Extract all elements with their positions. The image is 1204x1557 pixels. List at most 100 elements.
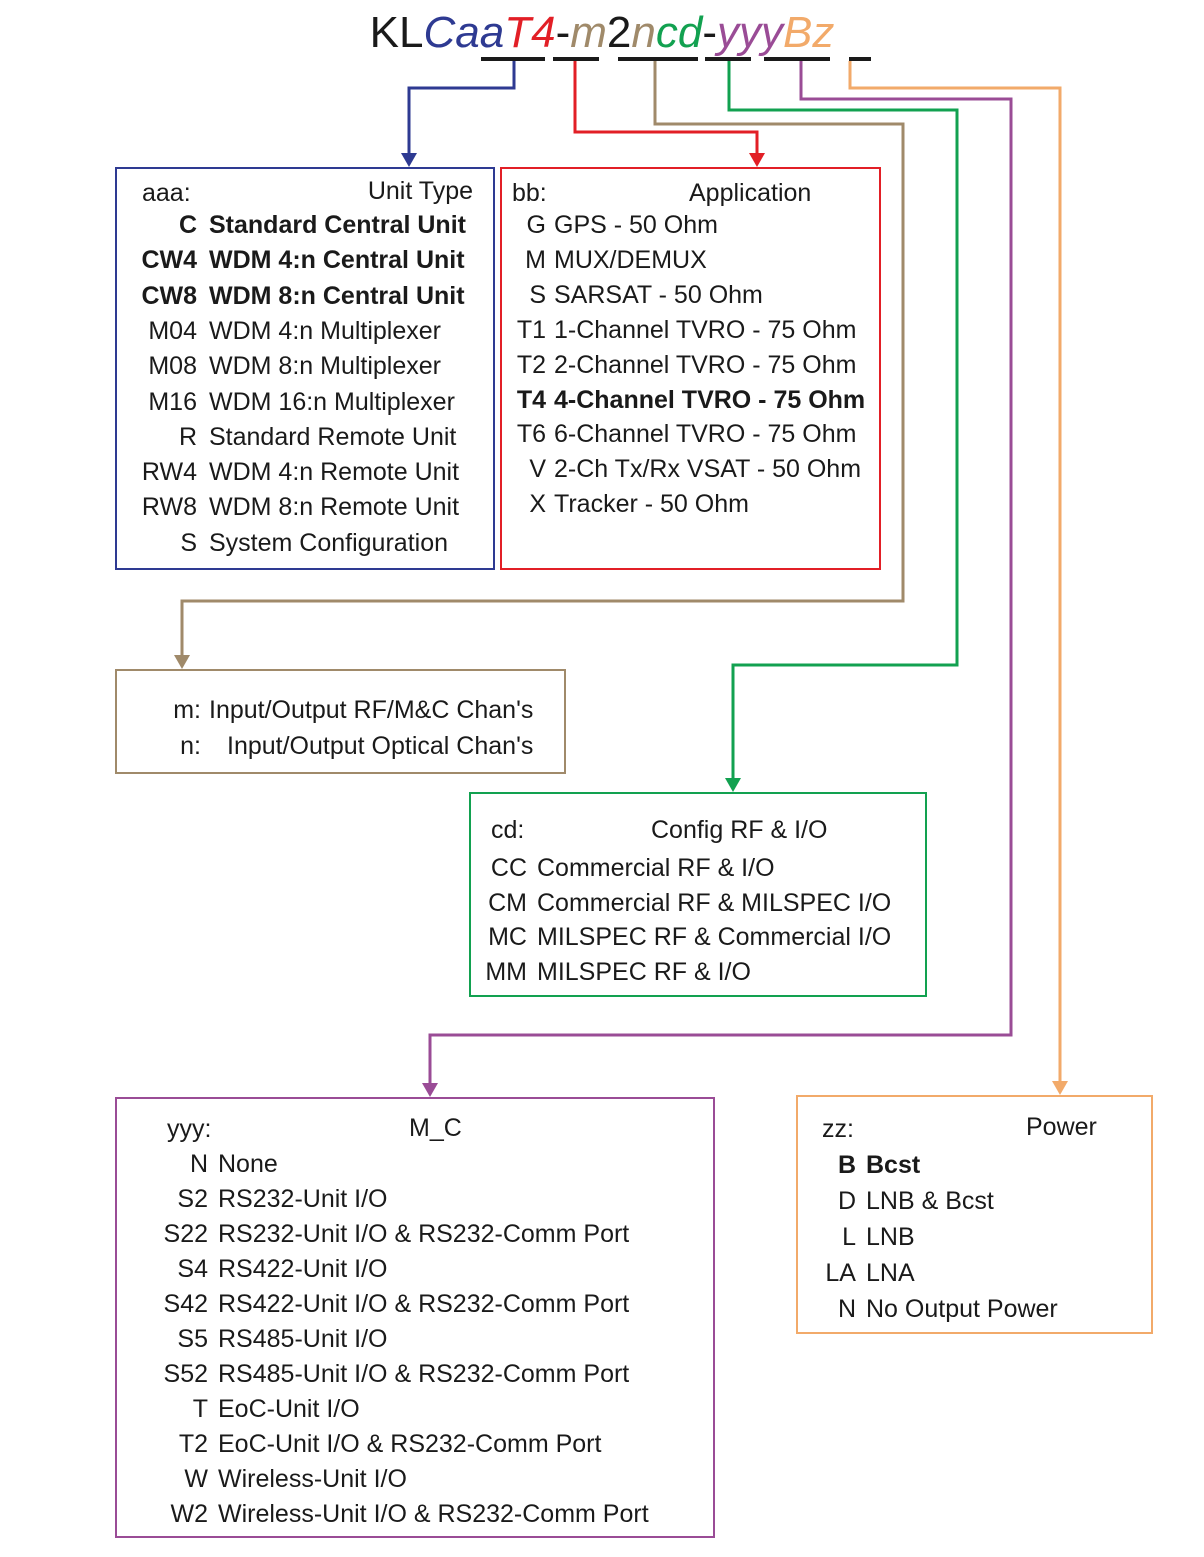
channels-code: n: [180,732,201,760]
mc-row: S5 RS485-Unit I/O [145,1325,388,1354]
mc-code: T [192,1395,208,1423]
application-description: SARSAT - 50 Ohm [554,280,763,309]
mc-code: S2 [177,1185,208,1213]
mc-description: EoC-Unit I/O [218,1395,360,1423]
unit-type-row: C Standard Central Unit [129,211,466,240]
arrowhead-config [725,778,741,792]
application-row: T1 1-Channel TVRO - 75 Ohm [510,315,857,345]
part-number-segment: KL [369,8,424,57]
power-title: Power [1026,1113,1097,1141]
part-number-segment: m [570,8,607,57]
application-code: X [529,490,546,519]
mc-row: S2 RS232-Unit I/O [145,1185,388,1214]
connector-unit-type [407,61,516,156]
mc-code: S5 [177,1325,208,1353]
mc-description: None [218,1150,278,1178]
mc-description: RS485-Unit I/O [218,1325,388,1353]
config-code: CC [490,854,527,882]
unit-type-description: WDM 8:n Remote Unit [209,493,460,522]
mc-code: T2 [178,1430,208,1458]
mc-code: S22 [163,1220,208,1248]
application-description: 6-Channel TVRO - 75 Ohm [554,420,857,449]
part-number-segment: Bz [782,8,835,57]
unit-type-key: aaa: [142,179,191,207]
part-number-code: KLCaaT4-m2ncd-yyyBz [0,8,1204,58]
application-code: T2 [516,350,546,379]
unit-type-code: R [178,422,197,451]
application-row: X Tracker - 50 Ohm [510,490,749,519]
config-key: cd: [491,816,525,844]
power-row: D LNB & Bcst [820,1187,994,1216]
power-description: No Output Power [866,1295,1058,1323]
unit-type-code: C [178,211,197,239]
part-number-segment: n [631,8,656,57]
power-row: N No Output Power [820,1295,1058,1324]
application-row: T2 2-Channel TVRO - 75 Ohm [510,350,857,380]
underline-power [849,57,871,61]
application-key: bb: [512,179,547,207]
application-description: MUX/DEMUX [554,245,707,274]
unit-type-title: Unit Type [367,177,473,205]
arrowhead-mc [422,1083,438,1097]
config-code: MC [488,923,527,951]
application-row: M MUX/DEMUX [510,246,707,275]
power-description: LNB & Bcst [866,1187,994,1215]
channels-box: m:Input/Output RF/M&C Chan's n: Input/Outp… [115,669,566,774]
application-description: 4-Channel TVRO - 75 Ohm [554,385,866,414]
application-code: M [525,245,546,274]
underline-config [705,57,751,61]
application-code: T6 [516,420,546,449]
mc-description: RS422-Unit I/O [218,1255,388,1283]
mc-description: RS232-Unit I/O [218,1185,388,1213]
connector-application [573,61,759,156]
mc-key: yyy: [167,1115,212,1143]
mc-code: S4 [177,1255,208,1283]
application-description: 1-Channel TVRO - 75 Ohm [554,315,857,344]
unit-type-description: Standard Remote Unit [209,422,457,451]
application-description: Tracker - 50 Ohm [554,490,749,519]
unit-type-code: M08 [148,352,197,381]
application-code: G [526,211,546,239]
power-code: B [837,1151,856,1179]
mc-row: T EoC-Unit I/O [145,1395,360,1424]
channels-code: m: [173,696,201,724]
power-key: zz: [822,1115,854,1143]
channels-row: n: Input/Output Optical Chan's [165,732,533,761]
config-description: Commercial RF & I/O [537,854,775,882]
config-code: CM [488,888,527,917]
channels-row: m:Input/Output RF/M&C Chan's [165,696,533,725]
connector-config [727,61,959,780]
unit-type-description: WDM 4:n Central Unit [209,246,465,275]
channels-description: Input/Output Optical Chan's [227,732,534,760]
mc-title: M_C [409,1114,462,1142]
config-title: Config RF & I/O [651,816,828,844]
power-code: D [837,1187,856,1215]
underline-application [553,57,599,61]
part-number-segment: T4 [504,8,556,57]
underline-mc [764,57,830,61]
power-code: N [837,1295,856,1323]
application-code: T1 [516,315,546,344]
unit-type-description: Standard Central Unit [209,211,466,239]
application-description: 2-Channel TVRO - 75 Ohm [554,350,857,379]
part-number-segment: cd [655,8,703,57]
